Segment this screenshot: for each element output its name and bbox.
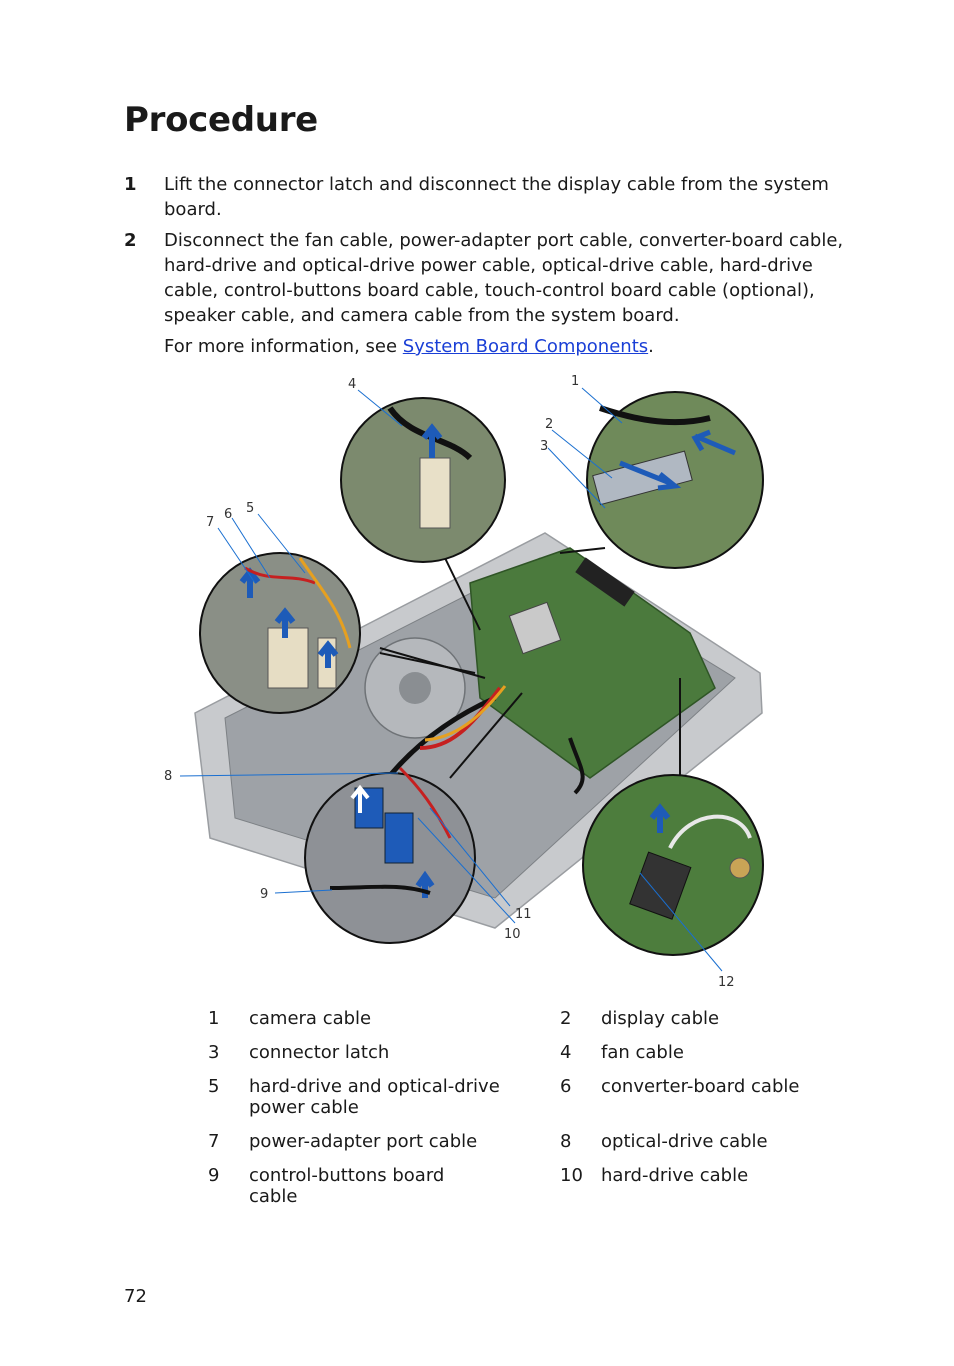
page-number: 72 (124, 1286, 147, 1307)
step-text: Lift the connector latch and disconnect … (164, 174, 829, 220)
inset-fan-cable (340, 397, 506, 563)
step-number: 1 (124, 174, 137, 195)
legend-label: hard-drive cable (601, 1165, 749, 1186)
step-2: 2 Disconnect the fan cable, power-adapte… (124, 228, 864, 328)
fan-hub-icon (399, 672, 431, 704)
legend-row: 9 control-buttons board cable 10 hard-dr… (200, 1165, 840, 1208)
step-text: Disconnect the fan cable, power-adapter … (164, 230, 844, 326)
callout-7: 7 (206, 515, 214, 530)
callout-2: 2 (545, 417, 553, 432)
page-title: Procedure (124, 100, 318, 140)
cable-yellow (424, 685, 507, 742)
legend-label: fan cable (601, 1042, 684, 1063)
step-1: 1 Lift the connector latch and disconnec… (124, 172, 864, 222)
legend-label: optical-drive cable (601, 1131, 768, 1152)
callout-10: 10 (504, 927, 521, 942)
step-number: 2 (124, 230, 137, 251)
legend-label: control-buttons board cable (249, 1165, 445, 1207)
legend-number: 1 (208, 1008, 220, 1029)
legend-row: 7 power-adapter port cable 8 optical-dri… (200, 1131, 840, 1153)
legend-number: 4 (560, 1042, 572, 1063)
legend-number: 10 (560, 1165, 583, 1186)
more-info-line: For more information, see System Board C… (164, 334, 654, 359)
memory-slot (575, 557, 635, 607)
legend-row: 3 connector latch 4 fan cable (200, 1042, 840, 1064)
legend-label: power-adapter port cable (249, 1131, 478, 1152)
legend-number: 2 (560, 1008, 572, 1029)
cpu-socket (508, 601, 562, 655)
legend-number: 8 (560, 1131, 572, 1152)
legend-number: 5 (208, 1076, 220, 1097)
legend-number: 6 (560, 1076, 572, 1097)
legend-number: 9 (208, 1165, 220, 1186)
legend-row: 1 camera cable 2 display cable (200, 1008, 840, 1030)
callout-4: 4 (348, 377, 356, 392)
callout-9: 9 (260, 887, 268, 902)
legend-label: hard-drive and optical-drive power cable (249, 1076, 500, 1118)
inset-drive-cables (304, 766, 476, 944)
legend-label: connector latch (249, 1042, 390, 1063)
callout-11: 11 (515, 907, 532, 922)
more-info-suffix: . (648, 336, 654, 357)
legend-label: converter-board cable (601, 1076, 800, 1097)
callout-numbers: 4 1 2 3 5 6 7 8 9 11 10 12 (164, 374, 735, 990)
cable-red (419, 686, 502, 750)
callout-12: 12 (718, 975, 735, 990)
inset-power-cables (199, 552, 361, 714)
callout-8: 8 (164, 769, 172, 784)
inset-display-cable (586, 391, 764, 569)
legend-number: 7 (208, 1131, 220, 1152)
legend-label: display cable (601, 1008, 720, 1029)
callout-5: 5 (246, 501, 254, 516)
system-board-components-link[interactable]: System Board Components (402, 336, 649, 357)
system-board-illustration: 4 1 2 3 5 6 7 8 9 11 10 12 (150, 368, 810, 998)
callout-3: 3 (540, 439, 548, 454)
leader-lines (379, 547, 681, 788)
legend-row: 5 hard-drive and optical-drive power cab… (200, 1076, 840, 1119)
callout-6: 6 (224, 507, 232, 522)
legend-number: 3 (208, 1042, 220, 1063)
inset-io-cable (582, 774, 764, 956)
cable-black-2 (568, 737, 585, 795)
callout-legend: 1 camera cable 2 display cable 3 connect… (200, 1008, 840, 1220)
callout-leaders (179, 387, 723, 972)
legend-label: camera cable (249, 1008, 372, 1029)
callout-1: 1 (571, 374, 579, 389)
system-board (469, 547, 716, 779)
more-info-prefix: For more information, see (164, 336, 403, 357)
